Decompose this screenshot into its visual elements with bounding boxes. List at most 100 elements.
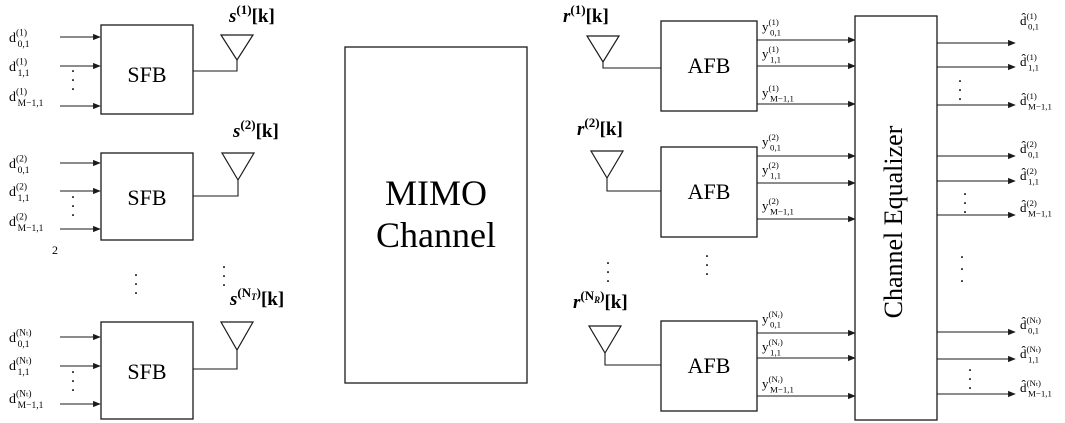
svg-text:.: . (958, 69, 962, 86)
afb-output-label-sub: M−1,1 (770, 94, 794, 104)
equalizer-output-labels: d̂(1)0,1d̂(1)1,1d̂(1)M−1,1d̂(2)0,1d̂(2)1… (1020, 11, 1052, 398)
svg-text:.: . (134, 272, 138, 289)
afb-block-1-label: AFB (688, 53, 731, 78)
equalizer-output-label-sub: 0,1 (1028, 326, 1039, 336)
rx-antenna-label: r(2)[k] (577, 115, 623, 140)
svg-text:.: . (134, 263, 138, 280)
sfb-input-label-sub: 1,1 (18, 194, 30, 204)
equalizer-output-arrows (937, 39, 1016, 398)
sfb-input-label-sub: M−1,1 (18, 99, 44, 109)
equalizer-output-label-sub: M−1,1 (1028, 389, 1052, 399)
svg-text:.: . (705, 253, 709, 270)
equalizer-output-label-sub: 0,1 (1028, 150, 1039, 160)
afb-output-label: y(2) (762, 132, 779, 149)
sfb-input-label-sub: 1,1 (18, 368, 30, 378)
svg-text:.: . (960, 245, 964, 262)
tx-antenna-label: s(1)[k] (228, 2, 275, 27)
sfb-input-label: d(2) (9, 212, 27, 230)
afb-output-label: y(1) (762, 44, 779, 61)
sfb-block-2 (100, 152, 194, 241)
sfb-block-3-label: SFB (127, 359, 166, 384)
mimo-channel-block (344, 46, 528, 384)
afb-output-arrows (757, 36, 856, 400)
equalizer-output-label-sub: M−1,1 (1028, 102, 1052, 112)
sfb-input-label: d(2) (9, 154, 27, 172)
sfb-input-label: d(Nₜ) (9, 389, 32, 407)
sfb-block-3 (100, 321, 194, 420)
svg-text:.: . (134, 281, 138, 298)
svg-text:.: . (960, 257, 964, 274)
svg-text:.: . (71, 68, 75, 85)
receiver-ellipses: . . . . . . (606, 244, 709, 286)
afb-output-label-sub: M−1,1 (770, 207, 794, 217)
svg-text:.: . (968, 367, 972, 384)
svg-text:.: . (960, 269, 964, 286)
equalizer-output-label: d̂(1) (1020, 91, 1037, 108)
svg-text:.: . (71, 185, 75, 202)
afb-output-label-sub: 1,1 (770, 55, 781, 65)
equalizer-output-label-sub: 1,1 (1028, 355, 1039, 365)
afb-output-label: y(Nᵣ) (762, 309, 783, 326)
svg-text:.: . (71, 59, 75, 76)
rx-antenna-label: r(NR)[k] (573, 288, 628, 313)
svg-text:.: . (606, 260, 610, 277)
sfb-input-label: d(1) (9, 28, 27, 46)
equalizer-output-label-sub: M−1,1 (1028, 209, 1052, 219)
equalizer-output-label: d̂(1) (1020, 11, 1037, 28)
svg-text:.: . (705, 244, 709, 261)
afb-output-label-sub: 0,1 (770, 143, 781, 153)
equalizer-output-label-sub: 1,1 (1028, 177, 1039, 187)
sfb-input-label: d(1) (9, 57, 27, 75)
sfb-input-label: d(2) (9, 182, 27, 200)
sfb-input-label-sub: 1,1 (18, 69, 30, 79)
sfb-input-label: d(Nₜ) (9, 328, 32, 346)
mimo-channel-label-line2: Channel (376, 215, 496, 255)
equalizer-output-label: d̂(2) (1020, 198, 1037, 215)
equalizer-output-label: d̂(1) (1020, 52, 1037, 69)
svg-text:.: . (963, 200, 967, 217)
afb-block-3-label: AFB (688, 353, 731, 378)
svg-text:.: . (71, 369, 75, 386)
afb-block-2 (660, 146, 758, 238)
equalizer-output-label: d̂(Nₜ) (1020, 315, 1041, 332)
afb-block-2-label: AFB (688, 179, 731, 204)
sfb-input-label-sub: 0,1 (18, 166, 30, 176)
equalizer-output-label: d̂(2) (1020, 139, 1037, 156)
svg-text:.: . (705, 262, 709, 279)
svg-text:.: . (963, 191, 967, 208)
sfb-input-label-sub: M−1,1 (18, 401, 44, 411)
rx-antenna-icon-3 (587, 325, 623, 355)
svg-text:.: . (958, 78, 962, 95)
svg-text:.: . (222, 273, 226, 290)
svg-text:.: . (222, 255, 226, 272)
channel-equalizer-block (854, 15, 938, 421)
tx-antenna-label: s(2)[k] (232, 117, 279, 142)
sfb-input-label: d(Nₜ) (9, 356, 32, 374)
channel-equalizer-label: Channel Equalizer (879, 125, 908, 318)
afb-output-label-sub: 0,1 (770, 28, 781, 38)
sfb-input-label-sub: M−1,1 (18, 224, 44, 234)
tx-antenna-wires (193, 60, 239, 370)
rx-antenna-icon-1 (585, 35, 621, 64)
afb-output-label: y(1) (762, 17, 779, 34)
svg-text:.: . (71, 378, 75, 395)
sfb-input-label-sub: 0,1 (18, 40, 30, 50)
equalizer-output-label-sub: 1,1 (1028, 63, 1039, 73)
sfb-input-label: d(1) (9, 87, 27, 105)
afb-output-label: y(Nᵣ) (762, 374, 783, 391)
svg-text:.: . (963, 182, 967, 199)
afb-output-label: y(2) (762, 196, 779, 213)
afb-output-label-sub: M−1,1 (770, 385, 794, 395)
sfb-input-labels: d(1)0,1d(1)1,1d(1)M−1,1d(2)0,1d(2)1,1d(2… (9, 28, 44, 411)
afb-block-1 (660, 20, 758, 112)
afb-output-label: y(2) (762, 160, 779, 177)
tx-antenna-icon-1 (219, 34, 255, 62)
tx-antenna-label: s(NT)[k] (229, 285, 284, 310)
svg-text:.: . (968, 376, 972, 393)
rx-antenna-icon-2 (589, 150, 625, 180)
afb-block-3 (660, 320, 758, 412)
svg-text:.: . (958, 87, 962, 104)
sfb-block-2-label: SFB (127, 185, 166, 210)
svg-text:.: . (71, 194, 75, 211)
